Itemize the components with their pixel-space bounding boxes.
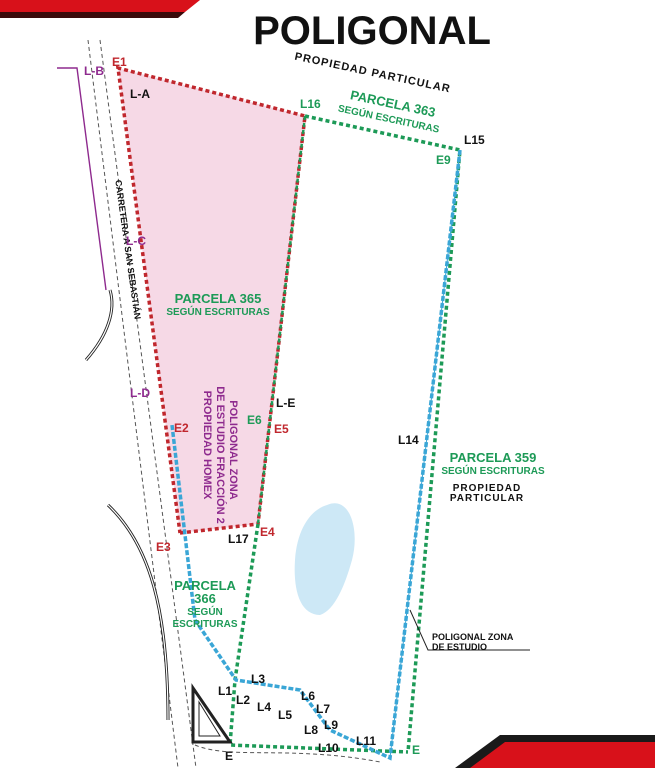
road-solid-1 bbox=[57, 67, 107, 291]
parcela-365-right-boundary bbox=[256, 115, 307, 525]
triangle-marker-inner bbox=[198, 700, 221, 737]
propiedad-right-2: PARTICULAR bbox=[450, 493, 524, 504]
marker-e-bottom-right: E bbox=[412, 743, 420, 757]
marker-l4: L4 bbox=[257, 700, 271, 714]
marker-l6: L6 bbox=[301, 689, 315, 703]
bottom-banner-red bbox=[470, 742, 655, 768]
parcela-365-title: PARCELA 365 bbox=[175, 291, 262, 306]
marker-l16: L16 bbox=[300, 97, 321, 111]
marker-le: L-E bbox=[276, 396, 295, 410]
marker-l5: L5 bbox=[278, 708, 292, 722]
homex-line-1: POLIGONAL ZONA bbox=[227, 400, 239, 499]
marker-lc: L-C bbox=[126, 234, 146, 248]
marker-lb: L-B bbox=[84, 64, 104, 78]
lake[interactable] bbox=[294, 503, 355, 615]
zona-estudio-leader bbox=[409, 609, 530, 651]
marker-l1: L1 bbox=[218, 684, 232, 698]
road-curve-2-inner bbox=[107, 504, 169, 721]
parcela-365-red-border bbox=[115, 65, 307, 535]
homex-line-3: PROPIEDAD HOMEX bbox=[201, 391, 213, 500]
road-curve-2 bbox=[106, 503, 170, 721]
marker-l17: L17 bbox=[228, 532, 249, 546]
marker-e2: E2 bbox=[174, 421, 189, 435]
parcela-365-sub: SEGÚN ESCRITURAS bbox=[166, 305, 270, 318]
marker-l10: L10 bbox=[318, 741, 339, 755]
marker-e-bottom: E bbox=[225, 749, 233, 763]
marker-l2: L2 bbox=[236, 693, 250, 707]
parcela-366-4: ESCRITURAS bbox=[172, 619, 237, 630]
road-edge-1 bbox=[87, 39, 179, 768]
propiedad-right-1: PROPIEDAD bbox=[453, 483, 521, 494]
parcela-365-fill[interactable] bbox=[118, 68, 305, 533]
marker-e1: E1 bbox=[112, 55, 127, 69]
parcela-366-3: SEGÚN bbox=[187, 605, 223, 618]
parcela-363-boundary bbox=[304, 114, 462, 753]
parcela-359-title: PARCELA 359 bbox=[450, 450, 537, 465]
zona-estudio-2: DE ESTUDIO bbox=[432, 642, 487, 652]
homex-line-2: DE ESTUDIO FRACCIÓN 2 bbox=[214, 386, 227, 524]
marker-l9: L9 bbox=[324, 718, 338, 732]
marker-e3: E3 bbox=[156, 540, 171, 554]
top-banner-red bbox=[0, 0, 200, 12]
propiedad-top-label: PROPIEDAD PARTICULAR bbox=[294, 51, 452, 96]
marker-ld: L-D bbox=[130, 386, 150, 400]
marker-l8: L8 bbox=[304, 723, 318, 737]
marker-la: L-A bbox=[130, 87, 150, 101]
marker-l7: L7 bbox=[316, 702, 330, 716]
triangle-marker bbox=[191, 683, 233, 744]
parcela-359-sub: SEGÚN ESCRITURAS bbox=[441, 464, 545, 477]
zona-estudio-line bbox=[389, 149, 461, 759]
marker-e9: E9 bbox=[436, 153, 451, 167]
parcela-366-1: PARCELA bbox=[174, 578, 236, 593]
road-edge-2 bbox=[99, 39, 197, 768]
marker-e5: E5 bbox=[274, 422, 289, 436]
marker-e4: E4 bbox=[260, 525, 275, 539]
parcela-366-boundary bbox=[228, 523, 409, 754]
page-title: POLIGONAL bbox=[253, 9, 491, 53]
top-banner-dark bbox=[0, 12, 185, 18]
zona-estudio-1: POLIGONAL ZONA bbox=[432, 632, 514, 642]
parcela-366-2: 366 bbox=[194, 591, 216, 606]
marker-l15: L15 bbox=[464, 133, 485, 147]
road-curve-1-inner bbox=[85, 289, 113, 361]
bottom-curve-dashed bbox=[194, 744, 381, 763]
marker-l14: L14 bbox=[398, 433, 419, 447]
marker-l3: L3 bbox=[251, 672, 265, 686]
marker-l11: L11 bbox=[356, 734, 376, 748]
marker-e6: E6 bbox=[247, 413, 262, 427]
